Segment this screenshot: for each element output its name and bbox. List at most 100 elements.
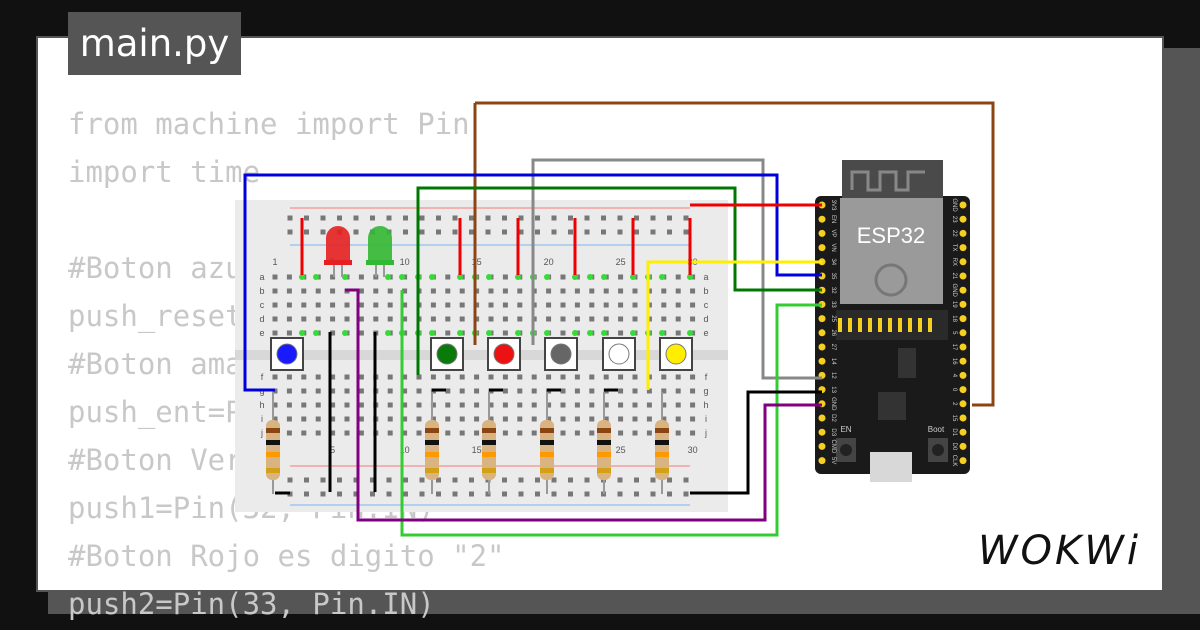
esp32-pin[interactable]: [959, 357, 967, 365]
esp32-pin[interactable]: [818, 442, 826, 450]
esp32-pin[interactable]: [818, 244, 826, 252]
resistor-band: [655, 468, 669, 473]
bb-hole: [301, 388, 307, 394]
esp32-pin[interactable]: [959, 286, 967, 294]
bb-hole: [430, 316, 436, 322]
push-button-cap[interactable]: [276, 343, 298, 365]
esp32-pin[interactable]: [959, 428, 967, 436]
bb-rail-hole: [617, 229, 623, 235]
esp32-pin[interactable]: [818, 457, 826, 465]
bb-rail-hole: [386, 491, 392, 497]
esp32-pin[interactable]: [959, 386, 967, 394]
bb-rail-hole: [304, 477, 309, 483]
bb-rail-hole: [518, 477, 524, 483]
bb-hole: [445, 302, 451, 308]
esp32-pin[interactable]: [818, 315, 826, 323]
esp32-pin[interactable]: [818, 215, 826, 223]
bb-hole: [474, 416, 480, 422]
bb-row-letter: c: [704, 300, 709, 310]
bb-hole: [301, 302, 307, 308]
push-button-cap[interactable]: [493, 343, 515, 365]
esp32-pin[interactable]: [818, 357, 826, 365]
connection-dot: [544, 274, 550, 280]
connection-dot: [299, 274, 305, 280]
bb-hole: [488, 416, 494, 422]
bb-hole: [517, 374, 523, 380]
file-tab[interactable]: main.py: [68, 12, 241, 75]
bb-rail-hole: [584, 229, 590, 235]
bb-rail-hole: [634, 229, 639, 235]
bb-hole: [358, 274, 364, 280]
bb-hole: [286, 416, 292, 422]
esp32-pin[interactable]: [959, 371, 967, 379]
esp32-pin[interactable]: [818, 343, 826, 351]
bb-hole: [430, 302, 436, 308]
bb-rail-hole: [353, 229, 359, 235]
en-button-cap[interactable]: [840, 444, 852, 456]
en-button-label: EN: [840, 425, 851, 434]
push-button-cap[interactable]: [608, 343, 630, 365]
esp32-pin[interactable]: [959, 258, 967, 266]
bb-rail-hole: [337, 215, 342, 221]
esp32-pin-label: GND: [951, 198, 957, 212]
resistor-band: [597, 440, 611, 445]
esp32-pin[interactable]: [818, 229, 826, 237]
bb-rail-hole: [551, 477, 557, 483]
push-button-cap[interactable]: [550, 343, 572, 365]
bb-col-number: 10: [400, 445, 410, 455]
bb-hole: [474, 316, 480, 322]
esp32-pin[interactable]: [959, 343, 967, 351]
bb-hole: [661, 388, 667, 394]
bb-row-letter: a: [259, 272, 264, 282]
push-button-cap[interactable]: [436, 343, 458, 365]
bb-hole: [272, 288, 278, 294]
esp32-pin[interactable]: [959, 215, 967, 223]
connection-dot: [385, 274, 391, 280]
bb-hole: [459, 374, 465, 380]
esp32-pin[interactable]: [959, 315, 967, 323]
module-pad: [918, 318, 922, 332]
esp32-pin[interactable]: [959, 201, 967, 209]
antenna-trace: [850, 170, 925, 192]
esp32-pin[interactable]: [818, 428, 826, 436]
esp32-pin[interactable]: [818, 329, 826, 337]
esp32-pin[interactable]: [959, 414, 967, 422]
esp32-pin[interactable]: [959, 400, 967, 408]
esp32-pin[interactable]: [959, 329, 967, 337]
resistor-band: [266, 468, 280, 473]
esp32-pin[interactable]: [959, 457, 967, 465]
bb-hole: [661, 374, 667, 380]
bb-hole: [330, 416, 336, 422]
bb-hole: [358, 288, 364, 294]
led: [326, 226, 350, 264]
bb-hole: [560, 374, 566, 380]
esp32-pin-label: 5: [951, 331, 957, 335]
esp32-pin-label: 4: [951, 374, 957, 378]
bb-row-letter: d: [703, 314, 708, 324]
bb-rail-hole: [403, 477, 408, 483]
bb-rail-hole: [502, 215, 507, 221]
bb-hole: [358, 416, 364, 422]
esp32-pin-label: 35: [830, 273, 836, 280]
esp32-pin[interactable]: [959, 442, 967, 450]
bb-rail-hole: [683, 215, 689, 221]
esp32-pin[interactable]: [959, 272, 967, 280]
connection-dot: [587, 274, 593, 280]
bb-hole: [574, 402, 580, 408]
boot-button-cap[interactable]: [932, 444, 944, 456]
push-button-housing[interactable]: [659, 337, 693, 371]
wire-brown: [590, 101, 995, 407]
esp32-pin[interactable]: [959, 300, 967, 308]
connection-dot: [399, 274, 405, 280]
bb-hole: [416, 416, 422, 422]
bb-hole: [661, 316, 667, 322]
esp32-pin[interactable]: [818, 414, 826, 422]
bb-hole: [690, 316, 696, 322]
esp32-pin[interactable]: [959, 229, 967, 237]
bb-hole: [618, 274, 624, 280]
esp32-pin[interactable]: [959, 244, 967, 252]
bb-hole: [546, 302, 552, 308]
push-button-cap[interactable]: [665, 343, 687, 365]
resistor-band: [482, 428, 496, 433]
bb-hole: [373, 302, 379, 308]
